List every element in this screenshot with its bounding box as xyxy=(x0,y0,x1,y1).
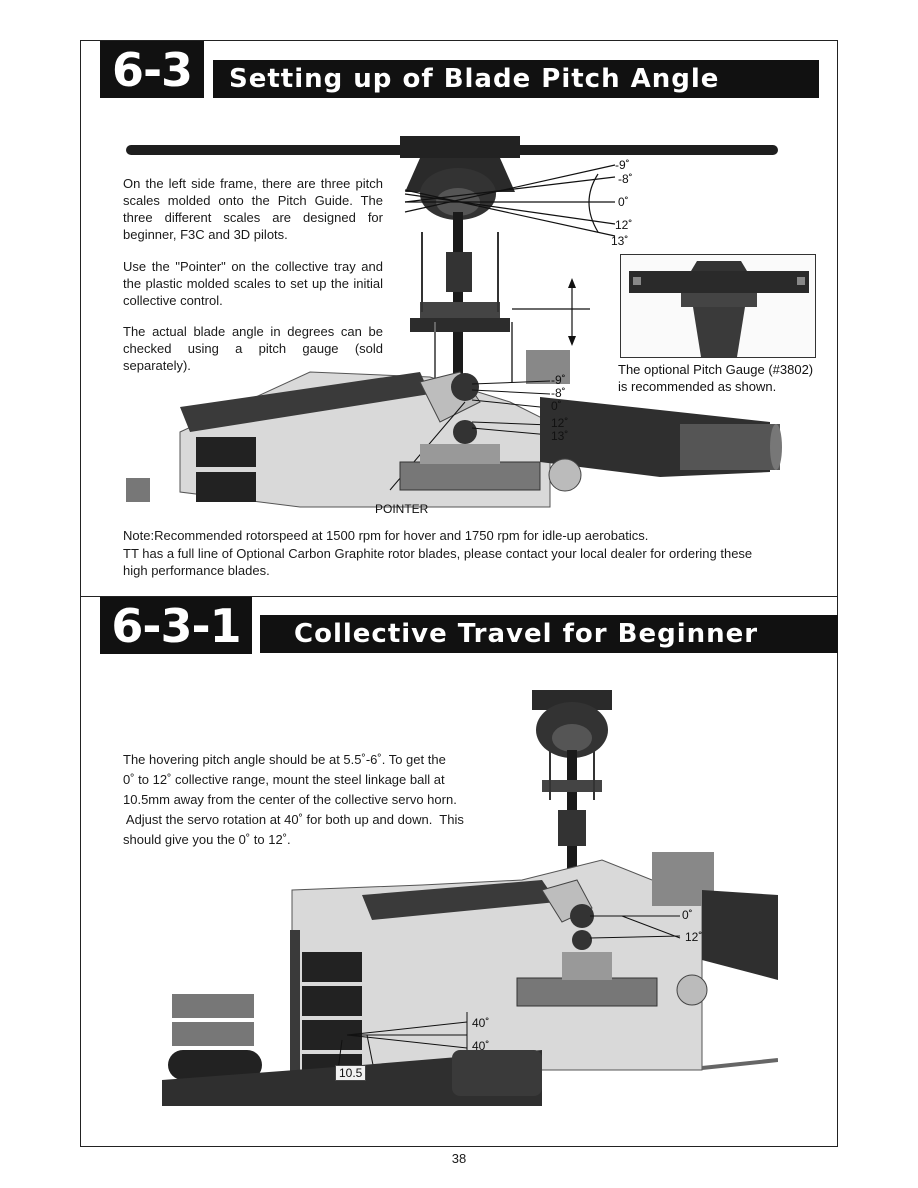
servo-angle-label: 40˚ xyxy=(472,1039,490,1053)
pointer-label: POINTER xyxy=(375,502,429,516)
upper-angle-label: 0˚ xyxy=(618,195,629,209)
pitch-gauge-icon xyxy=(629,261,809,357)
section-title: Setting up of Blade Pitch Angle xyxy=(213,60,819,98)
gauge-paragraph: The actual blade angle in degrees can be… xyxy=(123,324,383,373)
collective-angle-label: 12˚ xyxy=(685,930,703,944)
gauge-caption: The optional Pitch Gauge (#3802) xyxy=(618,362,814,377)
section-divider xyxy=(80,596,838,597)
rotorspeed-note: Note:Recommended rotorspeed at 1500 rpm … xyxy=(123,528,649,543)
section-number: 6-3 xyxy=(100,41,204,98)
section-number: 6-3-1 xyxy=(100,597,252,654)
helicopter-pitch-illustration xyxy=(126,136,782,508)
main-shaft xyxy=(453,212,463,472)
upper-angle-label: 13˚ xyxy=(611,234,629,248)
pointer-paragraph: Use the "Pointer" on the collective tray… xyxy=(123,259,383,308)
lower-angle-label: 13˚ xyxy=(551,429,569,443)
servo-angle-label: 40˚ xyxy=(472,1016,490,1030)
upper-angle-label: -8˚ xyxy=(618,172,633,186)
paragraph-line: 10.5mm away from the center of the colle… xyxy=(123,792,457,807)
paragraph-line: Adjust the servo rotation at 40˚ for bot… xyxy=(123,812,464,827)
paragraph-line: The hovering pitch angle should be at 5.… xyxy=(123,752,446,767)
collective-angle-label: 0˚ xyxy=(682,908,693,922)
pitch-gauge-inset xyxy=(620,254,816,358)
paragraph-line: should give you the 0˚ to 12˚. xyxy=(123,832,291,847)
upper-angle-label: -9˚ xyxy=(615,158,630,172)
lower-angle-label: 0˚ xyxy=(551,399,562,413)
lower-angle-label: -9˚ xyxy=(551,373,566,387)
paragraph-line: 0˚ to 12˚ collective range, mount the st… xyxy=(123,772,445,787)
upper-pitch-lines xyxy=(404,164,616,237)
intro-paragraph: On the left side frame, there are three … xyxy=(123,176,383,242)
blades-note: high performance blades. xyxy=(123,563,270,578)
horn-distance-label: 10.5 xyxy=(335,1065,367,1081)
collective-travel-illustration xyxy=(162,690,778,1106)
page-frame xyxy=(80,40,838,1147)
rotor-head xyxy=(400,136,520,158)
gauge-caption: is recommended as shown. xyxy=(618,379,777,394)
upper-angle-label: 12˚ xyxy=(615,218,633,232)
section-title: Collective Travel for Beginner xyxy=(260,615,838,653)
lower-angle-label: -8˚ xyxy=(551,386,566,400)
lower-angle-label: 12˚ xyxy=(551,416,569,430)
page-number: 38 xyxy=(451,1151,467,1166)
hover-pitch-paragraph: The hovering pitch angle should be at 5.… xyxy=(123,750,503,850)
blades-note: TT has a full line of Optional Carbon Gr… xyxy=(123,545,753,561)
